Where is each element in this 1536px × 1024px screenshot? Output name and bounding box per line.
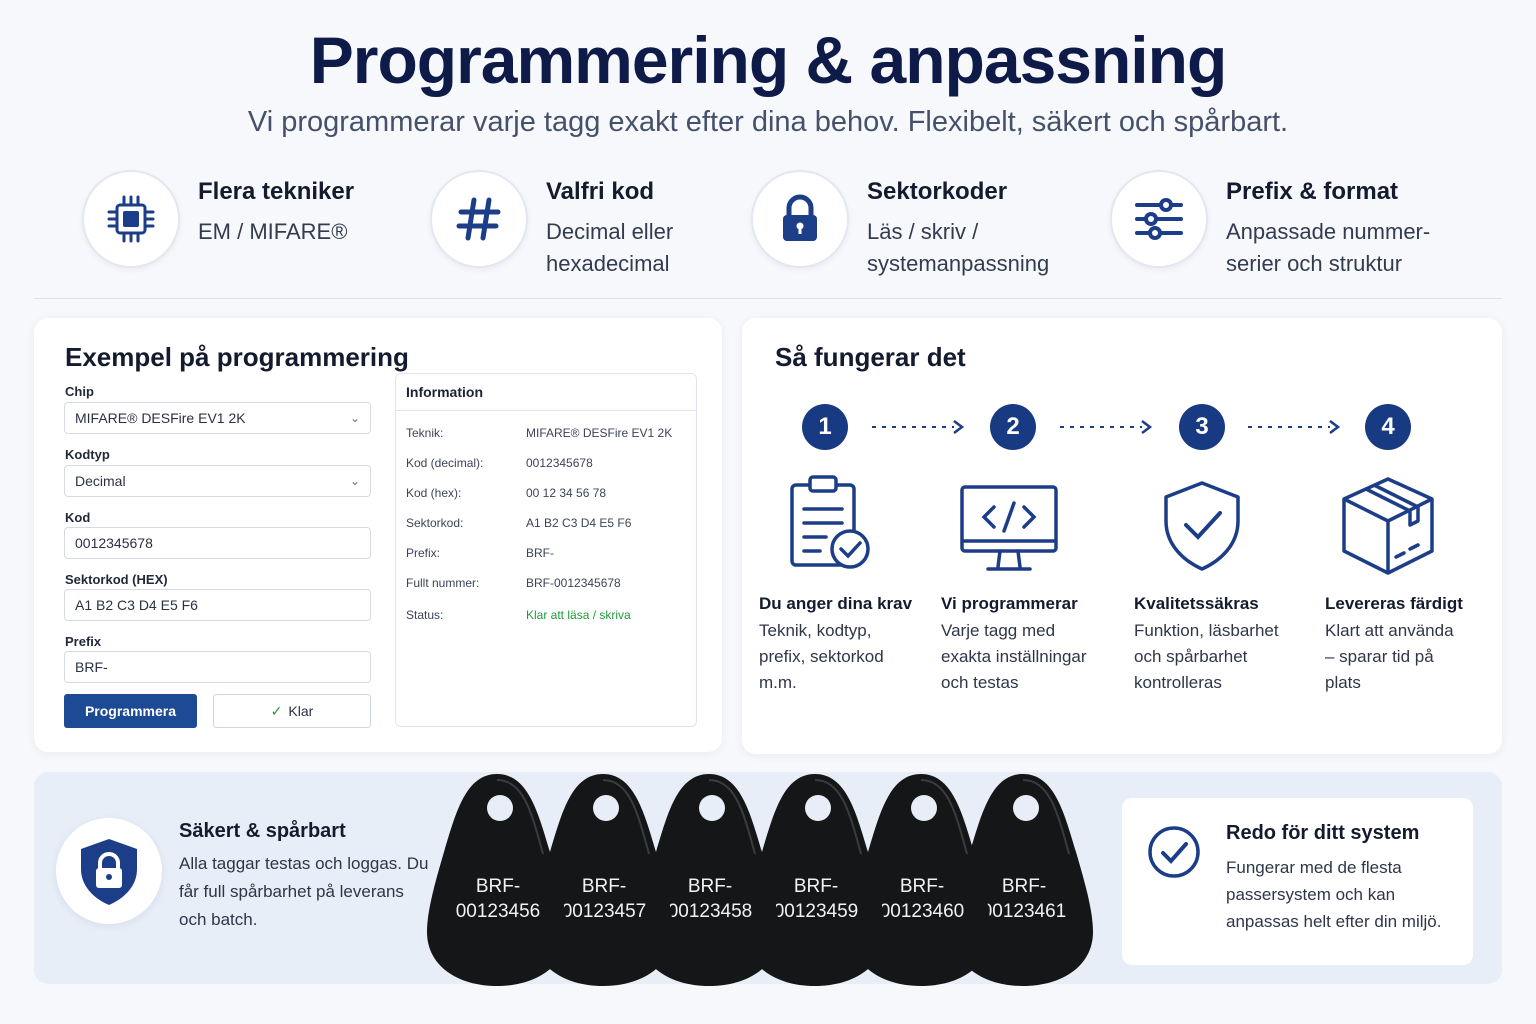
- feature-desc-line: Anpassade nummer-: [1226, 219, 1431, 244]
- info-panel: Information Teknik: MIFARE® DESFire EV1 …: [395, 373, 697, 727]
- feature-desc-line: Läs / skriv /: [867, 219, 979, 244]
- bottom-band: Säkert & spårbart Alla taggar testas och…: [34, 772, 1502, 986]
- secure-desc: Alla taggar testas och loggas. Du får fu…: [179, 854, 429, 929]
- key-tag: BRF- 00123460: [850, 772, 992, 988]
- tag-number-text: 00123457: [561, 901, 647, 922]
- section-divider: [34, 298, 1502, 299]
- feature-desc-line: hexadecimal: [546, 251, 670, 276]
- hash-icon: [430, 170, 528, 268]
- feature-prefix: Prefix & format Anpassade nummer- serier…: [1110, 170, 1430, 280]
- feature-title: Flera tekniker: [198, 178, 355, 205]
- key-tag: BRF- 00123457: [532, 772, 674, 988]
- chevron-down-icon: ⌄: [349, 411, 360, 425]
- step-title: Du anger dina krav: [759, 594, 913, 613]
- feature-desc-line: systemanpassning: [867, 251, 1050, 276]
- prefix-label: Prefix: [65, 634, 102, 649]
- box-icon: [1342, 477, 1434, 575]
- key-tag-shape: [745, 774, 885, 986]
- chip-label: Chip: [65, 384, 94, 399]
- step-number: 2: [990, 404, 1036, 450]
- feature-desc: EM / MIFARE®: [198, 219, 348, 244]
- key-tag: BRF- 00123456: [426, 772, 568, 988]
- chip-icon: [82, 170, 180, 268]
- key-tag: BRF- 00123458: [638, 772, 780, 988]
- program-button[interactable]: Programmera: [64, 694, 197, 728]
- how-title: Så fungerar det: [775, 342, 966, 372]
- check-icon: ✓: [270, 703, 283, 719]
- tag-number-text: 00123456: [455, 901, 541, 922]
- info-title: Information: [396, 374, 696, 411]
- code-label: Kod: [65, 510, 91, 525]
- shield-check-icon: [1164, 481, 1240, 571]
- step-number: 1: [802, 404, 848, 450]
- codetype-select[interactable]: Decimal ⌄: [64, 465, 371, 497]
- feature-desc-line: Decimal eller: [546, 219, 674, 244]
- chevron-down-icon: ⌄: [349, 474, 360, 488]
- step-title: Vi programmerar: [941, 594, 1078, 613]
- prefix-input[interactable]: BRF-: [64, 651, 371, 683]
- shield-lock-icon: [56, 818, 162, 924]
- ready-desc: Fungerar med de flesta passersystem och …: [1226, 858, 1442, 931]
- tag-number-text: 00123461: [981, 901, 1067, 922]
- tag-number-text: 00123458: [667, 901, 753, 922]
- feature-techniques: Flera tekniker EM / MIFARE®: [82, 170, 354, 268]
- feature-title: Valfri kod: [546, 178, 655, 205]
- feature-code: Valfri kod Decimal eller hexadecimal: [430, 170, 673, 280]
- tag-number-text: 00123460: [879, 901, 965, 922]
- tag-prefix-text: BRF-: [1001, 876, 1047, 897]
- sector-label: Sektorkod (HEX): [65, 572, 168, 587]
- sector-input[interactable]: A1 B2 C3 D4 E5 F6: [64, 589, 371, 621]
- check-circle-icon: [1148, 826, 1200, 878]
- key-tag: BRF- 00123459: [744, 772, 886, 988]
- monitor-code-icon: [960, 485, 1058, 571]
- key-tag-shape: [533, 774, 673, 986]
- tag-prefix-text: BRF-: [793, 876, 839, 897]
- key-tag-shape: [639, 774, 779, 986]
- feature-title: Sektorkoder: [867, 178, 1008, 205]
- step-number: 4: [1365, 404, 1411, 450]
- secure-title: Säkert & spårbart: [179, 820, 346, 842]
- page-title: Programmering & anpassning: [309, 23, 1228, 97]
- ready-card: Redo för ditt system Fungerar med de fle…: [1122, 798, 1473, 965]
- tag-number-text: 00123459: [773, 901, 859, 922]
- status-badge: Klar att läsa / skriva: [526, 608, 631, 622]
- tag-prefix-text: BRF-: [899, 876, 945, 897]
- chip-select[interactable]: MIFARE® DESFire EV1 2K ⌄: [64, 402, 371, 434]
- feature-sector: Sektorkoder Läs / skriv / systemanpassni…: [751, 170, 1049, 280]
- key-tag-shape: [851, 774, 991, 986]
- code-input[interactable]: 0012345678: [64, 527, 371, 559]
- codetype-label: Kodtyp: [65, 447, 110, 462]
- ready-title: Redo för ditt system: [1226, 822, 1420, 844]
- step-title: Kvalitetssäkras: [1134, 594, 1259, 613]
- arrow-right-icon: [1248, 420, 1341, 434]
- lock-icon: [751, 170, 849, 268]
- key-tag-shape: [427, 774, 567, 986]
- step-title: Levereras färdigt: [1325, 594, 1463, 613]
- tag-prefix-text: BRF-: [475, 876, 521, 897]
- how-card: Så fungerar det 1 2 3 4: [742, 318, 1502, 754]
- feature-title: Prefix & format: [1226, 178, 1399, 205]
- done-button[interactable]: ✓Klar: [213, 694, 371, 728]
- tag-prefix-text: BRF-: [687, 876, 733, 897]
- arrow-right-icon: [1060, 420, 1153, 434]
- clipboard-check-icon: [790, 475, 870, 569]
- tag-prefix-text: BRF-: [581, 876, 627, 897]
- step-number: 3: [1179, 404, 1225, 450]
- feature-desc-line: serier och struktur: [1226, 251, 1403, 276]
- arrow-right-icon: [872, 420, 965, 434]
- example-title: Exempel på programmering: [65, 342, 409, 372]
- example-card: Exempel på programmering Chip MIFARE® DE…: [34, 318, 722, 752]
- sliders-icon: [1110, 170, 1208, 268]
- page-subtitle: Vi programmerar varje tagg exakt efter d…: [247, 106, 1289, 138]
